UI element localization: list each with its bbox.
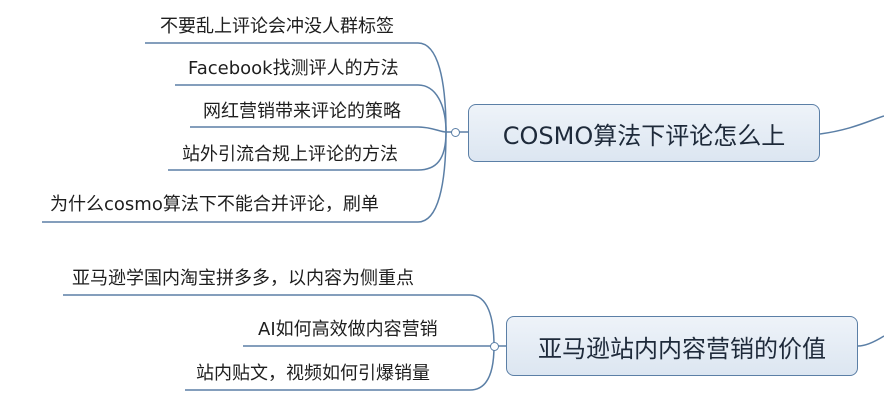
subtopic-2-3[interactable]: 站内贴文，视频如何引爆销量	[196, 363, 430, 384]
subtopic-1-5[interactable]: 为什么cosmo算法下不能合并评论，刷单	[50, 194, 379, 215]
leaf-connector-3	[417, 126, 447, 133]
trunk-line-1	[819, 115, 884, 135]
leaf-connector-1	[417, 42, 447, 133]
subtopic-1-2[interactable]: Facebook找测评人的方法	[188, 58, 399, 79]
subtopic-2-1[interactable]: 亚马逊学国内淘宝拼多多，以内容为侧重点	[72, 268, 414, 289]
subtopic-2-2[interactable]: AI如何高效做内容营销	[258, 319, 438, 340]
trunk-line-2	[857, 335, 884, 347]
subtopic-1-1[interactable]: 不要乱上评论会冲没人群标签	[160, 16, 394, 37]
leaf-connector-2	[417, 84, 447, 133]
branch-2-lines	[63, 294, 884, 391]
leaf-connector-5	[417, 131, 447, 223]
central-topic-1-label: COSMO算法下评论怎么上	[502, 121, 786, 150]
branch-1-lines	[42, 42, 884, 223]
central-topic-1[interactable]: COSMO算法下评论怎么上	[468, 104, 820, 162]
collapse-toggle-2[interactable]	[490, 342, 499, 351]
leaf-connector-6	[469, 294, 495, 347]
central-topic-2[interactable]: 亚马逊站内内容营销的价值	[506, 316, 858, 376]
subtopic-1-3[interactable]: 网红营销带来评论的策略	[203, 101, 401, 122]
collapse-toggle-1[interactable]	[451, 128, 460, 137]
leaf-connector-4	[417, 131, 447, 171]
leaf-connector-8	[469, 345, 495, 391]
central-topic-2-label: 亚马逊站内内容营销的价值	[538, 334, 826, 363]
subtopic-1-4[interactable]: 站外引流合规上评论的方法	[182, 144, 398, 165]
